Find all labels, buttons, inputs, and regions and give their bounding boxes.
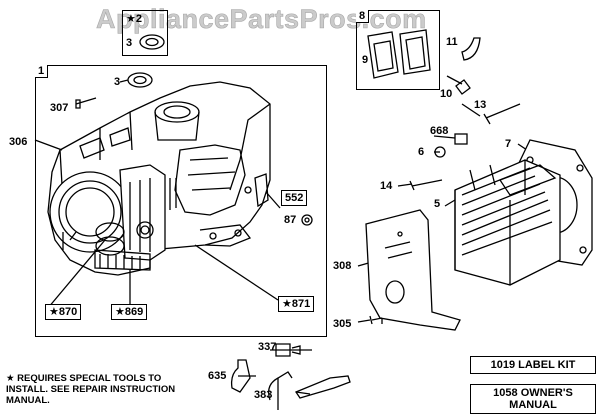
callout-9: 9 bbox=[362, 54, 369, 66]
callout-383: 383 bbox=[254, 389, 273, 401]
seal-box-frame bbox=[122, 10, 168, 56]
engine-block-drawing bbox=[47, 81, 271, 276]
callout-307: 307 bbox=[50, 102, 69, 114]
callout-306: 306 bbox=[9, 136, 28, 148]
group-1-tag: 1 bbox=[35, 65, 49, 78]
callout-3: 3 bbox=[114, 76, 121, 88]
special-tools-note: ★ REQUIRES SPECIAL TOOLS TO INSTALL. SEE… bbox=[6, 373, 176, 406]
callout-3-box: 3 bbox=[126, 37, 133, 49]
callout-7: 7 bbox=[505, 138, 512, 150]
group-1-frame bbox=[35, 65, 327, 337]
callout-87: 87 bbox=[284, 214, 297, 226]
callout-869: ★869 bbox=[111, 304, 148, 320]
group-8-tag: 8 bbox=[356, 10, 370, 23]
callout-5: 5 bbox=[434, 198, 441, 210]
watermark: AppliancePartsPros.com bbox=[96, 4, 427, 35]
callout-635: 635 bbox=[208, 370, 227, 382]
callout-10: 10 bbox=[440, 88, 453, 100]
callout-668: 668 bbox=[430, 125, 449, 137]
callout-13: 13 bbox=[474, 99, 487, 111]
owners-manual-box: 1058 OWNER'S MANUAL bbox=[470, 384, 596, 414]
callout-2: ★2 bbox=[126, 13, 142, 25]
callout-11: 11 bbox=[446, 36, 458, 48]
group-8-frame bbox=[356, 10, 440, 90]
callout-14: 14 bbox=[380, 180, 393, 192]
callout-871: ★871 bbox=[278, 296, 315, 312]
label-kit-box: 1019 LABEL KIT bbox=[470, 356, 596, 374]
callout-305: 305 bbox=[333, 318, 352, 330]
callout-6: 6 bbox=[418, 146, 425, 158]
callout-308: 308 bbox=[333, 260, 352, 272]
callout-552: 552 bbox=[281, 190, 308, 206]
callout-870: ★870 bbox=[45, 304, 82, 320]
callout-337: 337 bbox=[258, 341, 277, 353]
